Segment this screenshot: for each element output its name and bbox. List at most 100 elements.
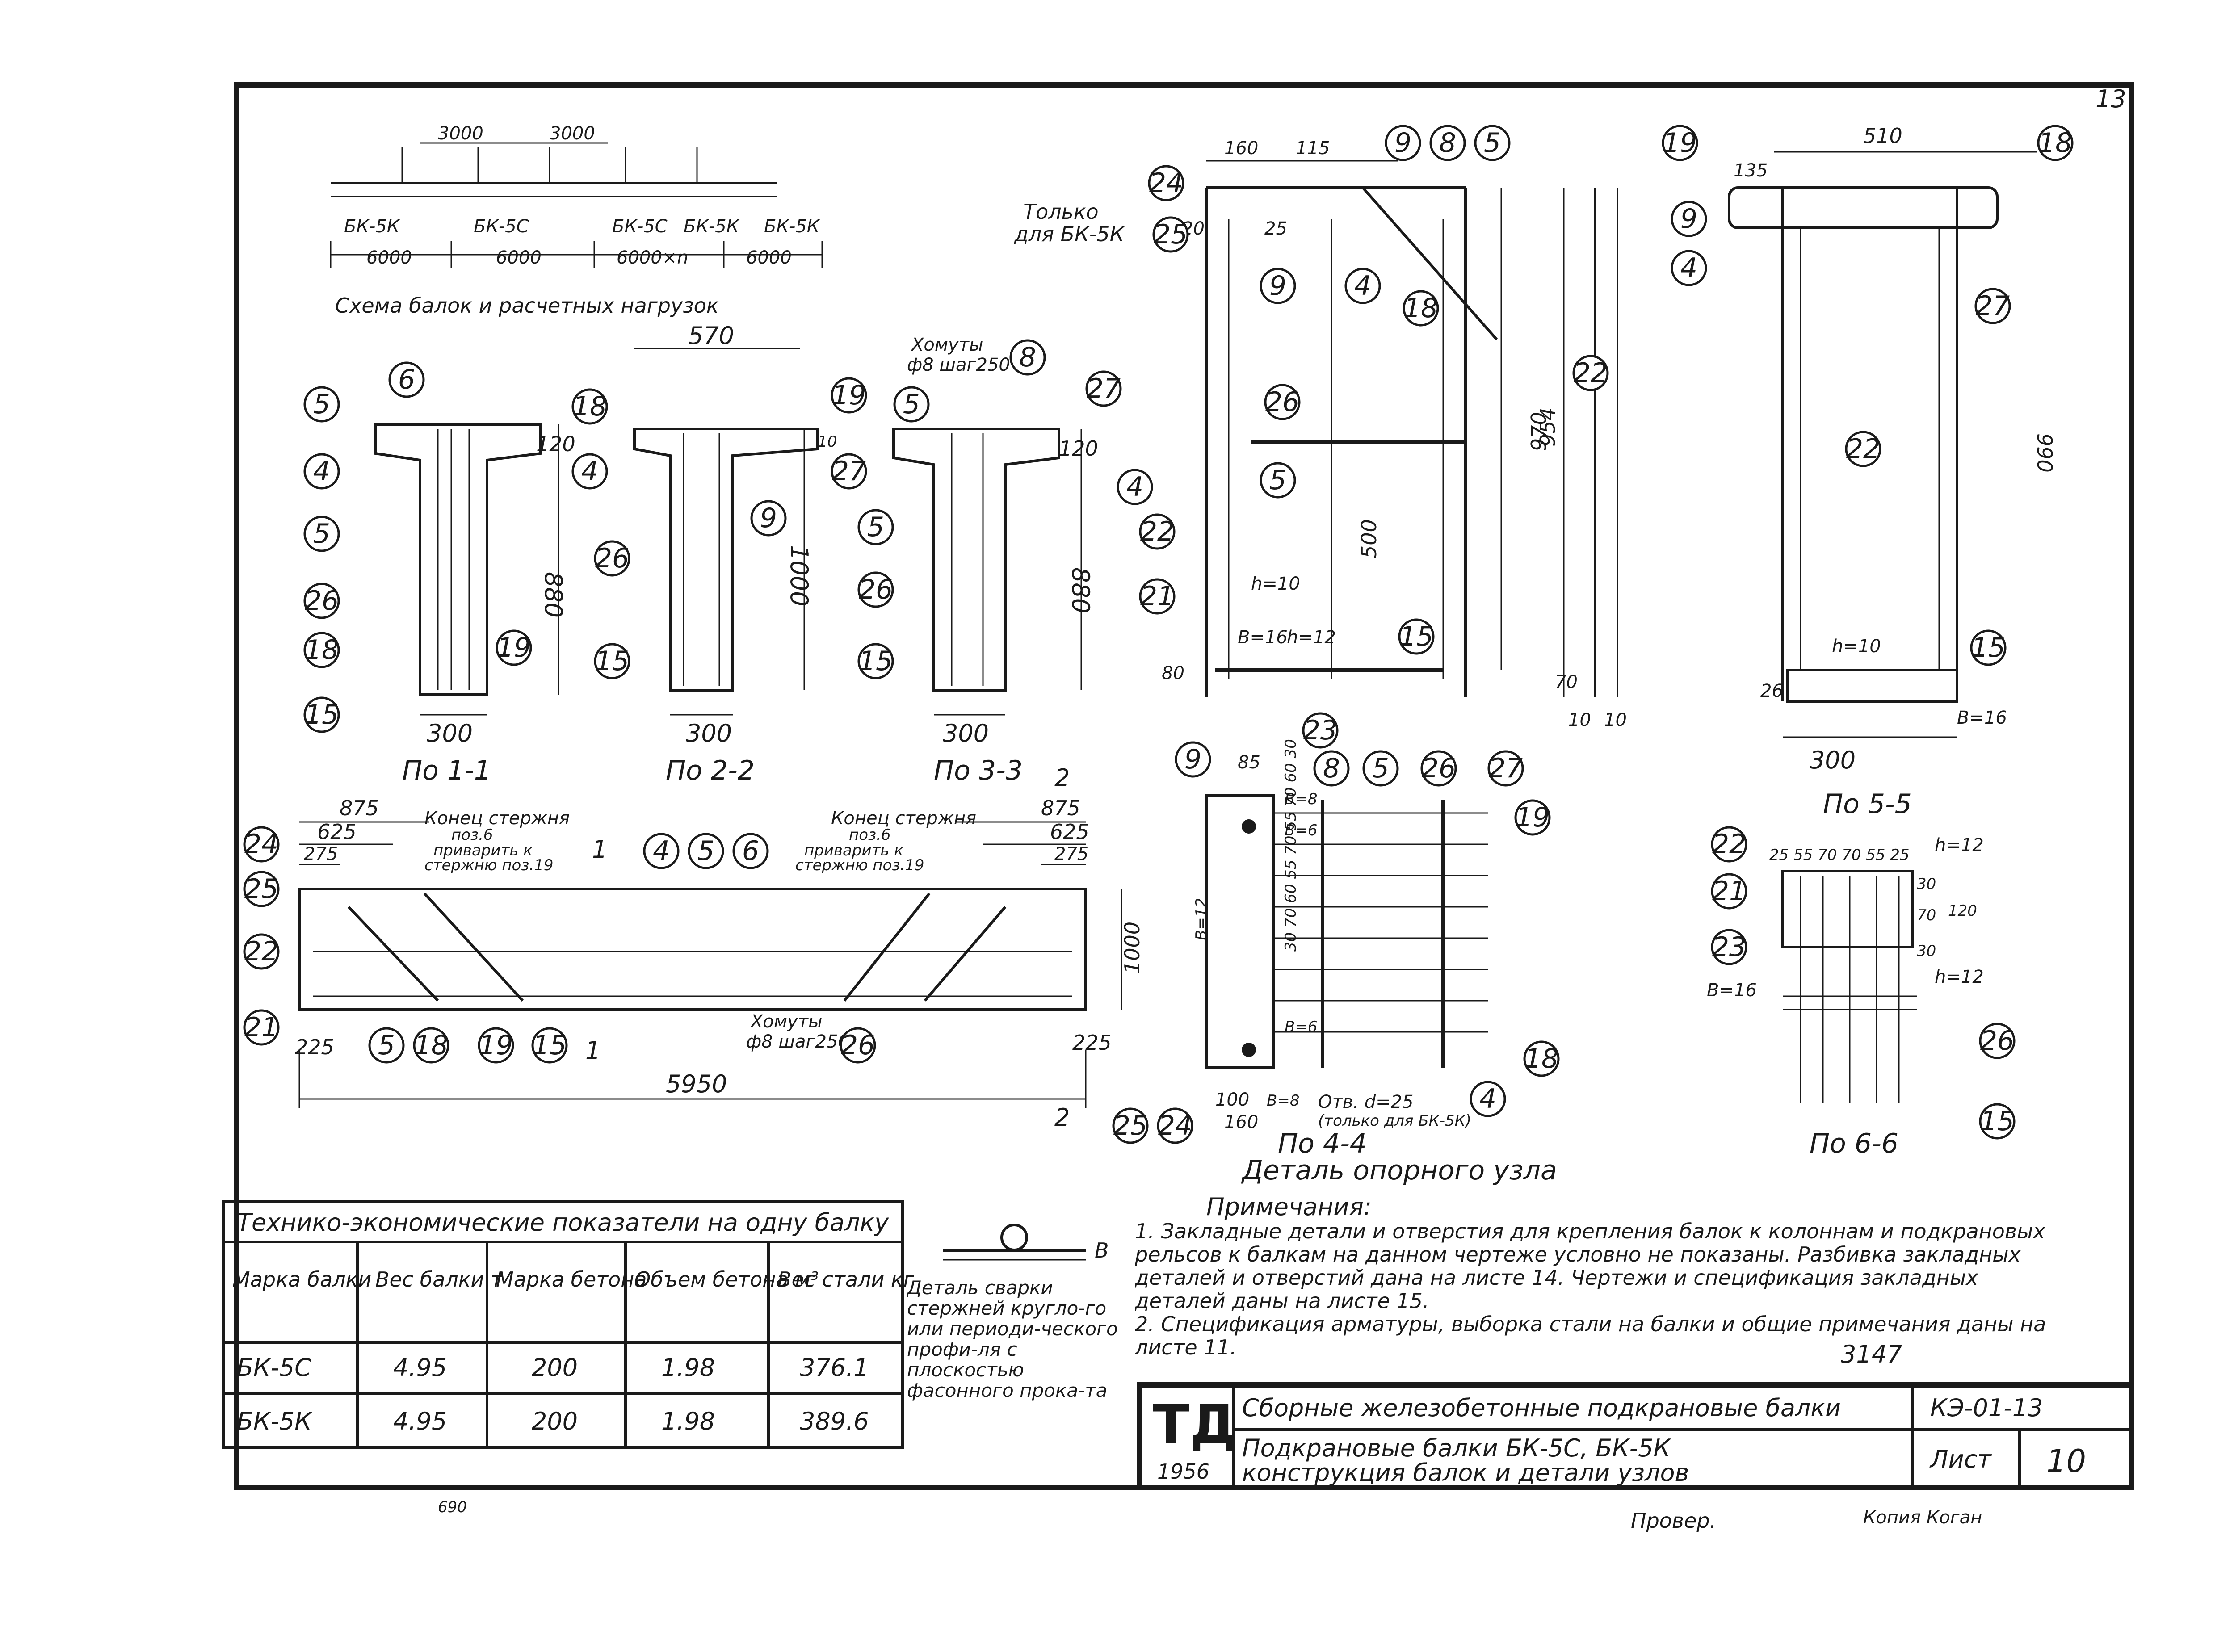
svg-text:24: 24	[1158, 1110, 1192, 1141]
el-cut-2-top: 2	[1054, 764, 1070, 792]
table-title: Технико-экономические показатели на одну…	[237, 1208, 889, 1237]
svg-text:27: 27	[832, 456, 866, 487]
svg-text:25: 25	[1154, 219, 1188, 250]
el-d275: 275	[304, 844, 338, 864]
s4-hole-note: (только для БК-5К)	[1318, 1112, 1471, 1130]
svg-text:18: 18	[414, 1030, 448, 1061]
svg-text:26: 26	[859, 574, 893, 605]
s2-caption: По 2-2	[666, 755, 755, 786]
el-d875: 875	[340, 796, 379, 820]
svg-text:27: 27	[1489, 753, 1523, 784]
weld-title: Деталь сварки стержней кругло-го или пер…	[907, 1278, 1118, 1401]
ee-h10: h=10	[1251, 574, 1300, 594]
tb-series: Сборные железобетонные подкрановые балки	[1242, 1394, 1841, 1422]
table-row-1-concrete: 200	[532, 1354, 578, 1382]
svg-text:9: 9	[1680, 203, 1697, 235]
s3-note-b: ф8 шаг250	[907, 355, 1010, 375]
svg-text:24: 24	[244, 829, 278, 860]
tb-year: 1956	[1157, 1459, 1209, 1484]
ee-note1: Только	[1023, 200, 1099, 224]
s1-height: 880	[539, 572, 567, 618]
svg-text:18: 18	[1404, 293, 1438, 324]
svg-text:26: 26	[1980, 1025, 2014, 1057]
table-row-2-volume: 1.98	[661, 1407, 715, 1435]
svg-text:19: 19	[832, 380, 866, 411]
svg-text:15: 15	[533, 1030, 567, 1061]
svg-text:19: 19	[1663, 127, 1697, 159]
s5-height: 990	[2032, 433, 2057, 473]
svg-text:26: 26	[841, 1030, 875, 1061]
el-length: 5950	[666, 1070, 727, 1098]
svg-text:19: 19	[1516, 802, 1550, 833]
scheme-dim-1: 3000	[438, 123, 483, 144]
el-cut-1: 1	[585, 1036, 600, 1065]
table-row-1-steel: 376.1	[800, 1354, 869, 1382]
title-block: ТД 1956 Сборные железобетонные подкранов…	[1137, 1382, 2134, 1490]
s5-h: h=10	[1832, 636, 1881, 657]
svg-text:5: 5	[697, 835, 714, 867]
scheme-beam-3: БК-5С	[612, 216, 668, 237]
svg-text:22: 22	[1574, 357, 1608, 389]
s1-width: 300	[427, 719, 473, 747]
svg-text:15: 15	[1971, 632, 2005, 663]
svg-text:21: 21	[244, 1012, 278, 1043]
th-weight: Вес балки т	[375, 1267, 503, 1291]
svg-text:26: 26	[1265, 386, 1299, 418]
s6-v3: 120	[1948, 902, 1977, 920]
el-d225: 225	[295, 1035, 334, 1059]
tb-subtitle2: конструкция балок и детали узлов	[1242, 1459, 1689, 1487]
table-row-1-mark: БК-5С	[237, 1354, 311, 1382]
svg-text:6: 6	[398, 364, 415, 395]
s1-callouts: 6 5 4 5 26 18 19 15	[303, 361, 532, 733]
table-row-2-steel: 389.6	[800, 1407, 869, 1435]
scheme-dim-2: 3000	[550, 123, 595, 144]
weld-detail: В	[943, 1224, 1109, 1262]
ee-h954: 954	[1536, 407, 1560, 447]
section-6-6: 25 55 70 70 55 25 h=12 h=12 В=16 30 70 1…	[1707, 835, 1984, 1159]
svg-text:15: 15	[305, 699, 339, 730]
footer-checked: Провер.	[1631, 1509, 1716, 1533]
scheme-beam-2: БК-5С	[474, 216, 529, 237]
footer-left: 690	[438, 1498, 467, 1516]
s2-top: 570	[688, 322, 734, 350]
ee-d10b: 10	[1604, 710, 1627, 730]
s4-b12: В=12	[1193, 898, 1210, 940]
svg-text:5: 5	[1269, 465, 1286, 496]
section-2-2: 570 1000 10 300 По 2-2	[633, 322, 837, 786]
s5-caption: По 5-5	[1823, 788, 1912, 820]
svg-text:4: 4	[653, 835, 670, 867]
svg-text:19: 19	[479, 1030, 513, 1061]
ee-d70: 70	[1555, 672, 1578, 692]
s5-b: В=16	[1957, 708, 2007, 728]
s4-top: 85	[1238, 752, 1260, 773]
th-volume: Объем бетона м³	[634, 1267, 819, 1291]
svg-text:5: 5	[378, 1030, 395, 1061]
el-d875r: 875	[1041, 796, 1080, 820]
section-5-5: 510 135 990 h=10 В=16 26 300 По 5-5	[1728, 124, 2057, 820]
svg-text:21: 21	[1712, 876, 1746, 907]
section-1-1: 120 880 300 По 1-1	[374, 423, 575, 786]
s2-callouts: 18 4 9 26 15 19 27	[571, 377, 867, 679]
note-1: 1. Закладные детали и отверстия для креп…	[1135, 1220, 2045, 1313]
beam-elevation: 875 625 275 875 625 275 Конец стержня по…	[295, 764, 1144, 1132]
svg-text:26: 26	[305, 585, 339, 616]
svg-text:22: 22	[1140, 516, 1174, 547]
svg-text:23: 23	[1303, 715, 1337, 746]
svg-text:4: 4	[1354, 270, 1371, 302]
svg-text:8: 8	[1439, 127, 1456, 159]
notes-title: Примечания:	[1206, 1193, 1372, 1221]
section-3-3: 120 880 Хомуты ф8 шаг250 300 По 3-3	[892, 335, 1098, 786]
svg-text:4: 4	[581, 456, 598, 487]
s4-w160: 160	[1224, 1112, 1258, 1132]
s5-dim26: 26	[1760, 681, 1783, 701]
svg-text:4: 4	[313, 456, 330, 487]
svg-text:22: 22	[1846, 433, 1880, 465]
tb-sheet-label: Лист	[1929, 1445, 1992, 1473]
table-row-2-mark: БК-5К	[237, 1407, 313, 1435]
el-note-right4: стержню поз.19	[795, 856, 924, 874]
el-cut-1-top: 1	[592, 835, 607, 864]
scheme-span-3: 6000×n	[617, 247, 689, 268]
ee-note2: для БК-5К	[1014, 222, 1125, 246]
svg-text:25: 25	[244, 873, 278, 905]
s4-b8a: В=8	[1285, 790, 1317, 808]
